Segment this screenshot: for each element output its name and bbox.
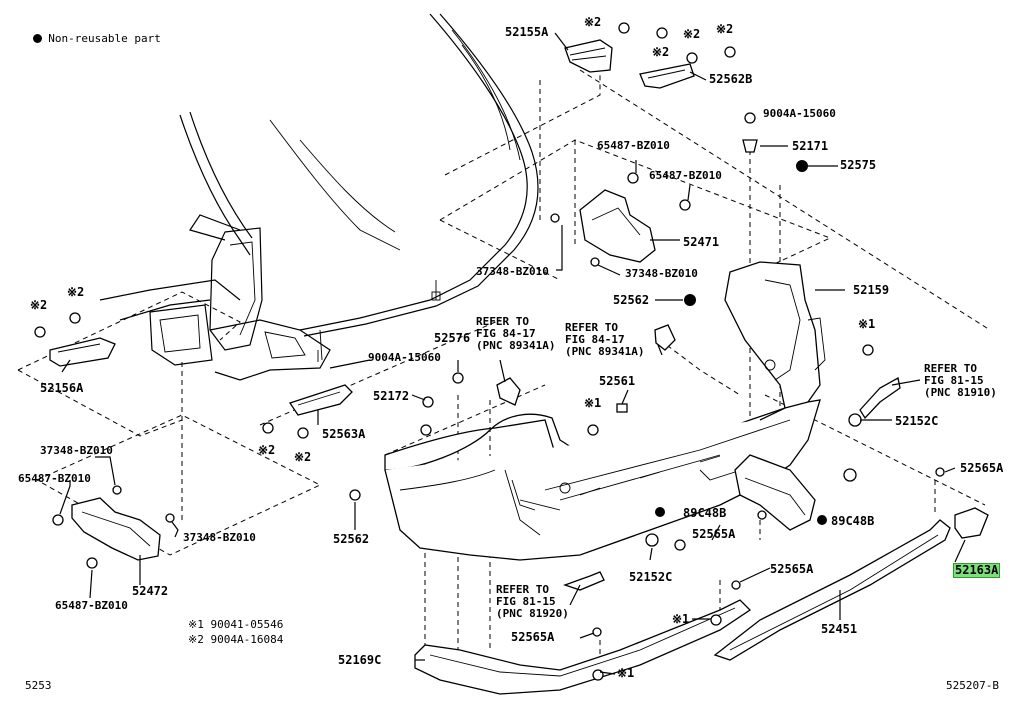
ref-line: FIG 81-15 (496, 595, 556, 608)
fasteners (34, 22, 945, 681)
label-52451[interactable]: 52451 (821, 622, 858, 636)
ref-line: REFER TO (496, 583, 549, 596)
label-52562-bottom[interactable]: 52562 (333, 532, 370, 546)
footer-left: 5253 (25, 679, 52, 692)
part-52163A (954, 507, 989, 539)
part-52451 (713, 519, 951, 661)
part-52563A (288, 384, 353, 416)
ref-line: FIG 81-15 (924, 374, 984, 387)
part-lower-bracket (734, 454, 816, 531)
label-52172[interactable]: 52172 (373, 389, 410, 403)
label-52471[interactable]: 52471 (683, 235, 720, 249)
mark-2-c: ※2 (584, 15, 602, 29)
footer-right: 525207-B (946, 679, 999, 692)
label-52152C-bottom[interactable]: 52152C (629, 570, 673, 584)
notes: ※1 90041-05546 ※2 9004A-16084 (188, 617, 283, 647)
ref-line: (PNC 81920) (496, 607, 569, 620)
label-65487-BZ010-b[interactable]: 65487-BZ010 (649, 169, 722, 182)
mark-2-f: ※2 (716, 22, 734, 36)
label-52576[interactable]: 52576 (434, 331, 471, 345)
ref-fig-81-15-a[interactable]: REFER TO FIG 81-15 (PNC 81910) (924, 363, 997, 399)
mark-1-d: ※1 (617, 666, 635, 680)
mark-1-c: ※1 (672, 612, 690, 626)
label-52159[interactable]: 52159 (853, 283, 890, 297)
label-52163A-highlighted[interactable]: 52163A (953, 563, 1001, 578)
label-52561[interactable]: 52561 (599, 374, 636, 388)
part-52159-bumper-cover (384, 261, 826, 561)
label-9004A-15060-mid[interactable]: 9004A-15060 (368, 351, 441, 364)
ref-line: REFER TO (565, 321, 618, 334)
mark-2-b: ※2 (67, 285, 85, 299)
part-52156A (49, 337, 116, 367)
label-37348-BZ010-c[interactable]: 37348-BZ010 (40, 444, 113, 457)
mark-2-d: ※2 (652, 45, 670, 59)
label-52155A[interactable]: 52155A (505, 25, 549, 39)
label-52575[interactable]: 52575 (840, 158, 877, 172)
ref-line: REFER TO (476, 315, 529, 328)
label-37348-BZ010-d[interactable]: 37348-BZ010 (183, 531, 256, 544)
label-52563A[interactable]: 52563A (322, 427, 366, 441)
legend-text: Non-reusable part (48, 32, 161, 45)
label-37348-BZ010-a[interactable]: 37348-BZ010 (476, 265, 549, 278)
label-89C48B-right[interactable]: 89C48B (831, 514, 875, 528)
label-52156A[interactable]: 52156A (40, 381, 84, 395)
label-9004A-15060-top[interactable]: 9004A-15060 (763, 107, 836, 120)
part-52471 (579, 189, 656, 263)
part-52472 (71, 497, 161, 561)
label-52565A-a[interactable]: 52565A (692, 527, 736, 541)
ref-line: FIG 84-17 (476, 327, 536, 340)
mark-2-g: ※2 (258, 443, 276, 457)
note-mark: ※2 (188, 633, 204, 646)
ref-line: REFER TO (924, 362, 977, 375)
label-52169C[interactable]: 52169C (338, 653, 382, 667)
label-65487-BZ010-d[interactable]: 65487-BZ010 (55, 599, 128, 612)
note-part: 90041-05546 (210, 618, 284, 631)
label-52562B[interactable]: 52562B (709, 72, 753, 86)
part-52562B (639, 63, 695, 89)
ref-fig-81-15-b[interactable]: REFER TO FIG 81-15 (PNC 81920) (496, 584, 569, 620)
mark-1-a: ※1 (584, 396, 602, 410)
ref-fig-84-17-a[interactable]: REFER TO FIG 84-17 (PNC 89341A) (476, 316, 555, 352)
label-89C48B-left[interactable]: 89C48B (683, 506, 727, 520)
mark-2-h: ※2 (294, 450, 312, 464)
label-52171[interactable]: 52171 (792, 139, 829, 153)
part-52169C (414, 599, 752, 695)
note-part: 9004A-16084 (210, 633, 284, 646)
label-52565A-c[interactable]: 52565A (960, 461, 1004, 475)
label-52152C-right[interactable]: 52152C (895, 414, 939, 428)
ref-line: (PNC 81910) (924, 386, 997, 399)
mark-2-e: ※2 (683, 27, 701, 41)
label-65487-BZ010-c[interactable]: 65487-BZ010 (18, 472, 91, 485)
leader-lines (59, 32, 966, 675)
non-reusable-dot-icon (33, 34, 43, 43)
legend: Non-reusable part (20, 19, 161, 45)
label-52565A-b[interactable]: 52565A (770, 562, 814, 576)
mark-2-a: ※2 (30, 298, 48, 312)
label-37348-BZ010-b[interactable]: 37348-BZ010 (625, 267, 698, 280)
part-52155A (564, 39, 613, 73)
label-52562-top[interactable]: 52562 (613, 293, 650, 307)
note-mark: ※1 (188, 618, 204, 631)
ref-line: (PNC 89341A) (565, 345, 645, 358)
ref-line: FIG 84-17 (565, 333, 625, 346)
label-52565A-d[interactable]: 52565A (511, 630, 555, 644)
ref-line: (PNC 89341A) (476, 339, 556, 352)
body-structure (99, 13, 539, 381)
mark-1-b: ※1 (858, 317, 876, 331)
ref-fig-84-17-b[interactable]: REFER TO FIG 84-17 (PNC 89341A) (565, 322, 644, 358)
label-52472[interactable]: 52472 (132, 584, 169, 598)
label-65487-BZ010-a[interactable]: 65487-BZ010 (597, 139, 670, 152)
